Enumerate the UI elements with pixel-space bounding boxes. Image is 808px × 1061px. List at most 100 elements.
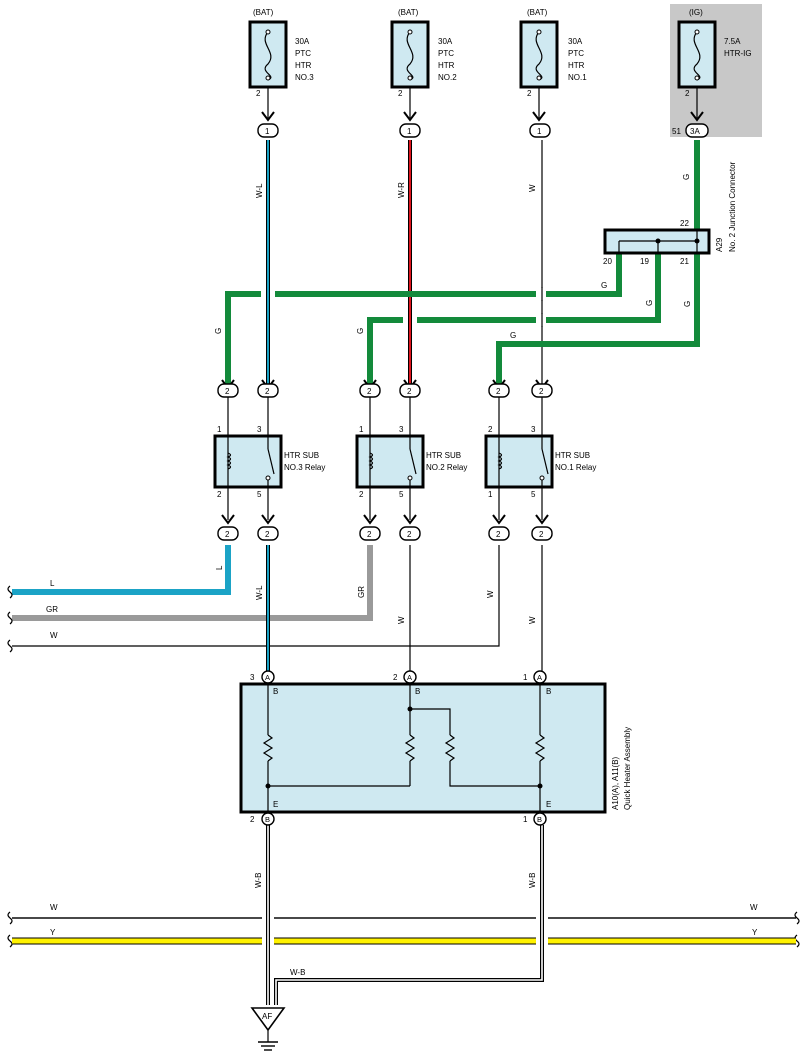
heater-conn-a: A: [407, 673, 412, 682]
wire-label-w: W: [397, 616, 406, 624]
fuse-pin: 2: [398, 89, 403, 98]
wire-label-w: W: [50, 903, 58, 912]
relay-conn-label: 2: [496, 387, 501, 396]
wire-label-g: G: [601, 281, 607, 290]
wire-label-w-b: W-B: [254, 873, 263, 888]
relay-htr-sub-no1: 2 3 1 5 HTR SUB NO.1 Relay: [484, 397, 596, 520]
relay-pin: 3: [257, 425, 262, 434]
fuse-supply-label: (BAT): [527, 8, 548, 17]
wires: [12, 87, 796, 1005]
fuse-pin: 2: [685, 89, 690, 98]
relay-conn-top-row: 2 2 2 2 2 2: [217, 379, 553, 398]
bus-crossings: [12, 910, 796, 948]
wire-label-gr: GR: [46, 605, 58, 614]
fuse-htr-no2: (BAT) 30A PTC HTR NO.2 2: [390, 8, 457, 98]
relay-pin: 5: [257, 490, 262, 499]
wire-label-w: W: [528, 616, 537, 624]
top-connectors: 1 1 1 3A 51: [257, 111, 709, 138]
wire-labels: W-L W-R W G G G G G G G L W-L GR W W W L…: [46, 174, 758, 977]
wire-label-w: W: [50, 631, 58, 640]
quick-heater-assembly: A A A 3 2 1 B B B E E: [239, 670, 632, 826]
relay-conn-label: 2: [265, 387, 270, 396]
heater-pin-b: 1: [523, 815, 528, 824]
relay-pin: 5: [531, 490, 536, 499]
relay-htr-sub-no2: 1 3 2 5 HTR SUB NO.2 Relay: [355, 397, 467, 520]
fuse-text-4: NO.1: [568, 73, 587, 82]
wire-label-y: Y: [50, 928, 56, 937]
wire-label-y: Y: [752, 928, 758, 937]
relay-conn-label: 2: [367, 387, 372, 396]
relay-name-2: NO.3 Relay: [284, 463, 325, 472]
relay-pin: 2: [359, 490, 364, 499]
fuse-supply-label: (BAT): [398, 8, 419, 17]
fuse-text-2: PTC: [438, 49, 454, 58]
relay-name-2: NO.2 Relay: [426, 463, 467, 472]
relay-pin: 2: [488, 425, 493, 434]
relay-name-1: HTR SUB: [555, 451, 590, 460]
wire-label-g: G: [682, 174, 691, 180]
heater-terminal-b: B: [273, 687, 278, 696]
wire-label-w-b: W-B: [290, 968, 305, 977]
relay-conn-label: 2: [407, 530, 412, 539]
relay-name-1: HTR SUB: [426, 451, 461, 460]
fuse-text-2: HTR-IG: [724, 49, 752, 58]
heater-pin-a: 1: [523, 673, 528, 682]
wire-label-w-l: W-L: [255, 585, 264, 600]
wire-label-g: G: [356, 328, 365, 334]
relay-conn-bottom-row: 2 2 2 2 2 2: [217, 514, 553, 541]
heater-terminal-e: E: [546, 800, 551, 809]
fuse-text-2: PTC: [295, 49, 311, 58]
heater-terminal-b: B: [415, 687, 420, 696]
heater-conn-b: B: [265, 815, 270, 824]
heater-terminal-e: E: [273, 800, 278, 809]
relay-conn-label: 2: [225, 387, 230, 396]
wire-label-g: G: [645, 300, 654, 306]
heater-pin-b: 2: [250, 815, 255, 824]
fuse-text-4: NO.2: [438, 73, 457, 82]
wire-label-g: G: [683, 301, 692, 307]
relay-connectors: 2 2 2 2 2 2 2 2 2: [217, 379, 553, 541]
fuse-text-1: 30A: [438, 37, 453, 46]
wire-label-w-b: W-B: [528, 873, 537, 888]
wire-label-l: L: [50, 579, 55, 588]
connector-pin: 51: [672, 127, 681, 136]
relay-pin: 1: [359, 425, 364, 434]
connector-label: 1: [537, 127, 542, 136]
fuse-htr-no3: (BAT) 30A PTC HTR NO.3 2: [248, 8, 314, 98]
fuse-supply-label: (BAT): [253, 8, 274, 17]
fuse-text-3: HTR: [295, 61, 312, 70]
wire-label-gr: GR: [357, 586, 366, 598]
fuse-text-3: HTR: [438, 61, 455, 70]
jc-pin-21: 21: [680, 257, 689, 266]
fuse-text-1: 30A: [568, 37, 583, 46]
relay-pin: 3: [531, 425, 536, 434]
wire-label-w: W: [750, 903, 758, 912]
jc-pin-19: 19: [640, 257, 649, 266]
relay-pin: 5: [399, 490, 404, 499]
relay-conn-label: 2: [407, 387, 412, 396]
relay-conn-label: 2: [539, 530, 544, 539]
wire-label-l: L: [215, 565, 224, 570]
fuse-htr-no1: (BAT) 30A PTC HTR NO.1 2: [519, 8, 587, 98]
heater-conn-a: A: [537, 673, 542, 682]
relay-pin: 1: [217, 425, 222, 434]
heater-terminal-b: B: [546, 687, 551, 696]
wire-label-w: W: [486, 590, 495, 598]
fuse-text-1: 30A: [295, 37, 310, 46]
relay-htr-sub-no3: 1 3 2 5 HTR SUB NO.3 Relay: [213, 397, 325, 520]
junction-connector: 22 20 19 21 A29 No. 2 Junction Connector: [603, 161, 737, 266]
heater-codes: A10(A), A11(B): [611, 756, 620, 810]
connector-label: 1: [407, 127, 412, 136]
relay-conn-label: 2: [265, 530, 270, 539]
relay-pin: 3: [399, 425, 404, 434]
relay-conn-label: 2: [367, 530, 372, 539]
jc-pin-in: 22: [680, 219, 689, 228]
heater-conn-a: A: [265, 673, 270, 682]
relay-pin: 1: [488, 490, 493, 499]
wire-label-w: W: [528, 184, 537, 192]
relay-name-2: NO.1 Relay: [555, 463, 596, 472]
fuse-text-3: HTR: [568, 61, 585, 70]
ground-label: AF: [262, 1012, 272, 1021]
